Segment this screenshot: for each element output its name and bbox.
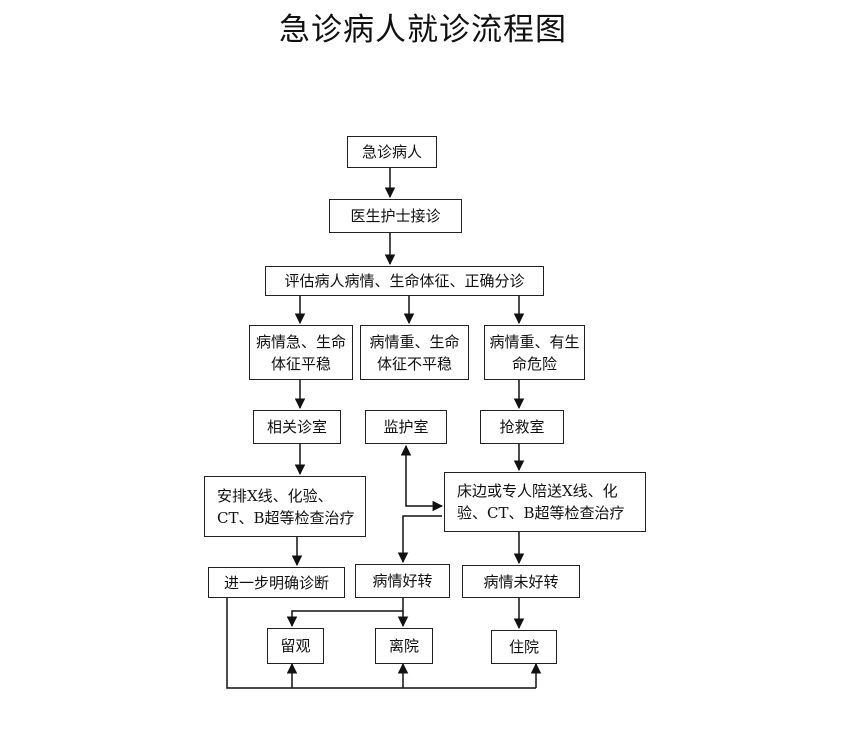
node-condition-improved: 病情好转: [355, 564, 450, 598]
node-discharge: 离院: [375, 628, 433, 664]
node-assess-triage: 评估病人病情、生命体征、正确分诊: [265, 266, 544, 296]
node-arrange-exams: 安排X线、化验、CT、B超等检查治疗: [204, 476, 366, 537]
edge-monitor-bedside: [400, 444, 444, 512]
edge-diagnose-loop: [226, 598, 536, 689]
node-monitoring-room: 监护室: [365, 410, 447, 444]
node-observation: 留观: [267, 628, 324, 664]
node-severe-critical: 病情重、有生命危险: [484, 325, 585, 380]
node-bedside-exams: 床边或专人陪送X线、化验、CT、B超等检查治疗: [444, 472, 646, 532]
edge-improved-observe: [286, 598, 404, 628]
edge-bedside-improved: [397, 515, 442, 564]
node-urgent-stable: 病情急、生命体征平稳: [249, 325, 353, 380]
node-hospitalize: 住院: [491, 630, 557, 664]
node-doctor-nurse-reception: 医生护士接诊: [329, 199, 462, 233]
node-severe-unstable: 病情重、生命体征不平稳: [360, 325, 469, 380]
node-emergency-patient: 急诊病人: [347, 136, 437, 168]
node-related-clinic: 相关诊室: [253, 410, 341, 444]
node-confirm-diagnosis: 进一步明确诊断: [208, 567, 345, 598]
node-condition-not-improved: 病情未好转: [462, 565, 580, 598]
node-rescue-room: 抢救室: [480, 410, 564, 444]
page-title: 急诊病人就诊流程图: [279, 12, 567, 48]
